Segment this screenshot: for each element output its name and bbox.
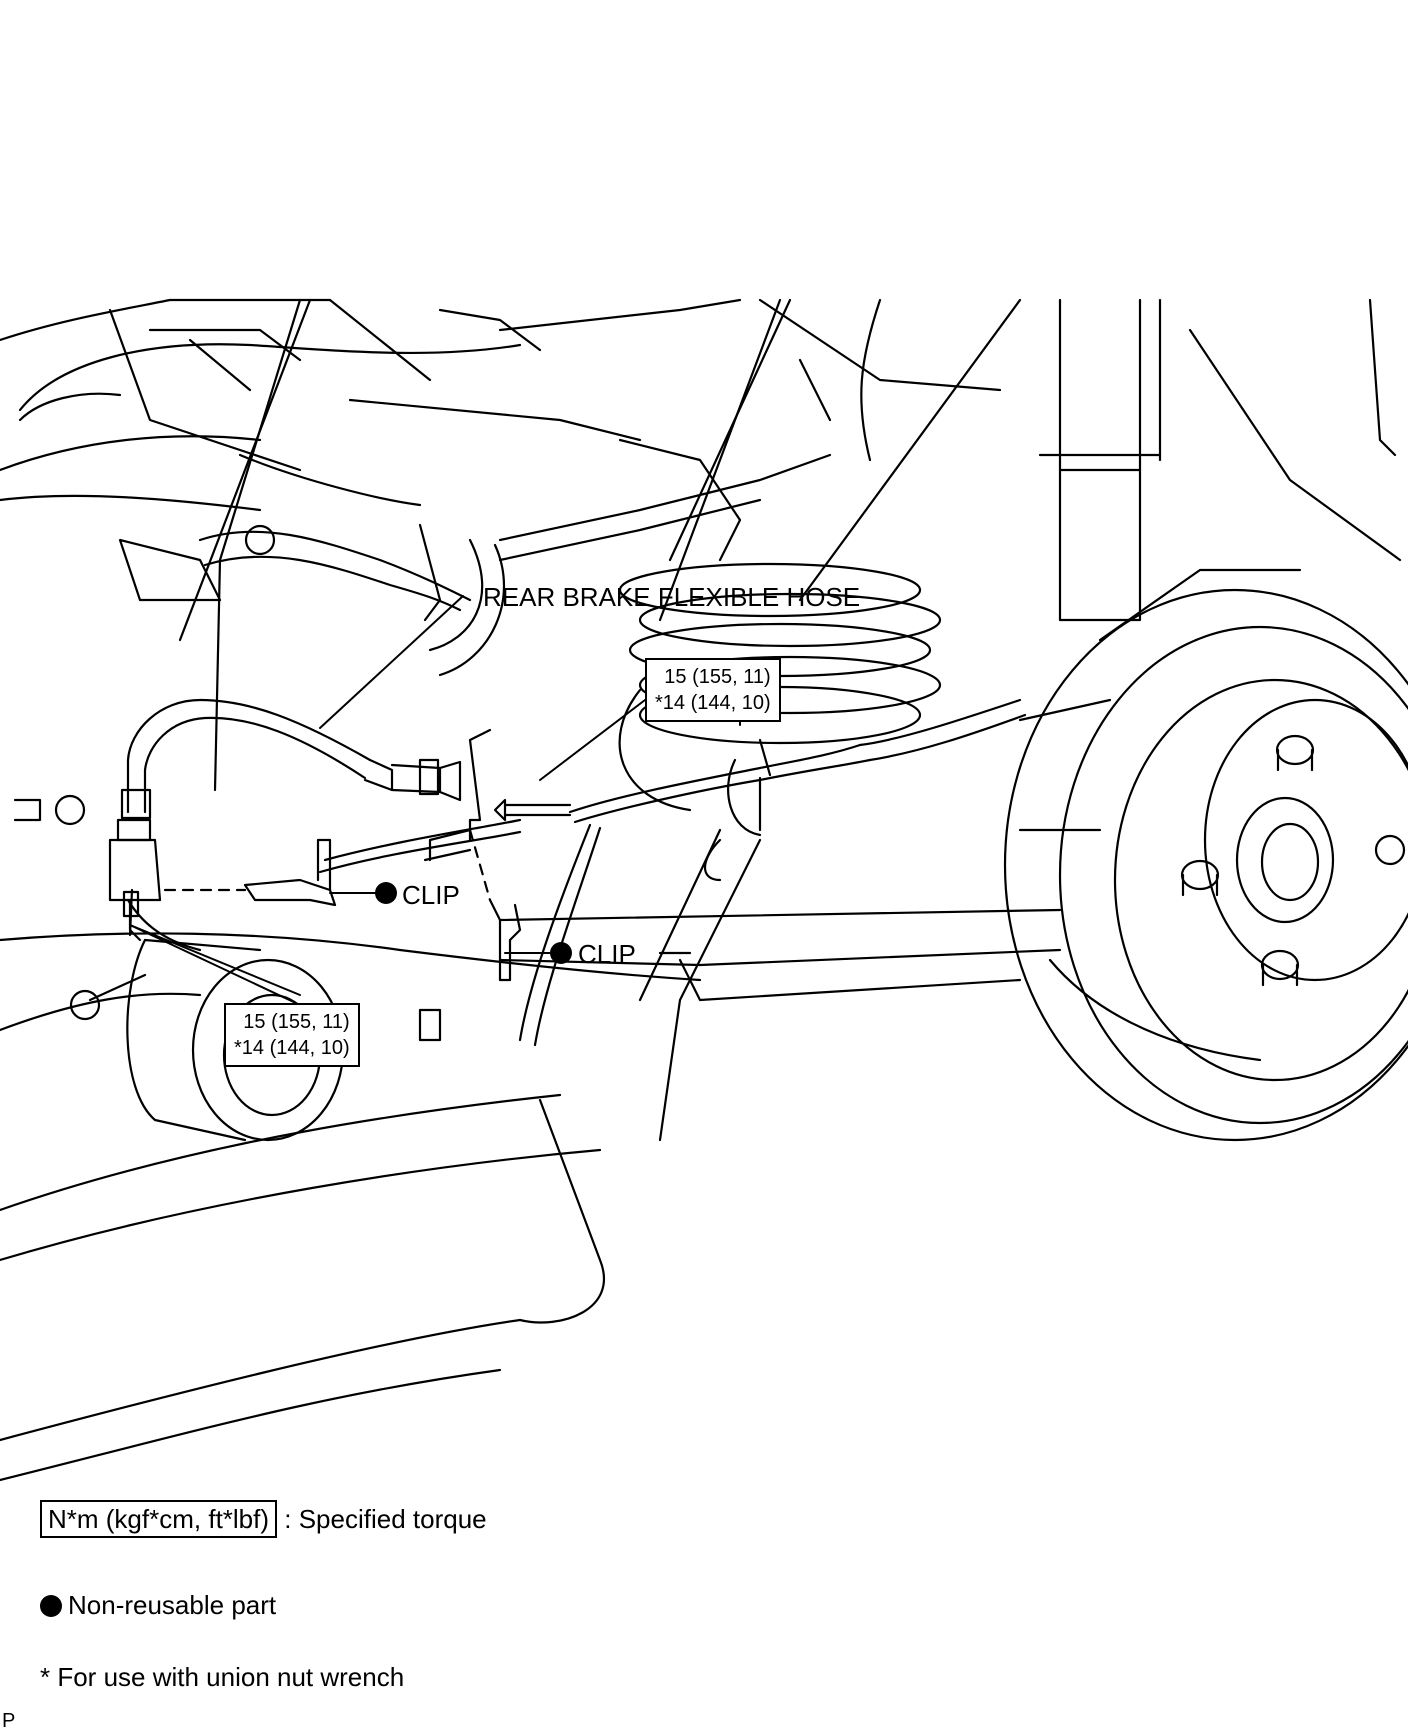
- clip-part-lower: [423, 828, 522, 982]
- nonreusable-dot-icon: [40, 1595, 62, 1617]
- leader-lines: [129, 595, 741, 1006]
- legend-nonreusable: Non-reusable part: [40, 1590, 276, 1620]
- corner-mark: P: [2, 1710, 16, 1732]
- torque-value: 15 (155, 11): [664, 666, 771, 688]
- legend-torque-unit: N*m (kgf*cm, ft*lbf): [40, 1500, 278, 1538]
- torque-value-alt: *14 (144, 10): [234, 1037, 350, 1059]
- stabilizer-bar: [118, 438, 832, 677]
- torque-value-alt: *14 (144, 10): [655, 692, 771, 714]
- clip-label-upper: CLIP: [402, 880, 460, 910]
- axle-beam: [0, 698, 1112, 1482]
- nonreusable-marker-lower: [550, 942, 572, 964]
- brake-tube: [122, 698, 1027, 1047]
- torque-value: 15 (155, 11): [243, 1011, 350, 1033]
- torque-spec-upper: 15 (155, 11) *14 (144, 10): [645, 658, 781, 722]
- torque-spec-lower: 15 (155, 11) *14 (144, 10): [224, 1003, 360, 1067]
- clip-label-lower: CLIP: [578, 939, 636, 969]
- clip-part-upper: [163, 838, 337, 907]
- legend-nonreusable-text: Non-reusable part: [68, 1590, 277, 1620]
- shock-absorber: [1038, 298, 1402, 622]
- legend-union-note: * For use with union nut wrench: [40, 1662, 405, 1692]
- wheel-stud: [1180, 734, 1406, 987]
- nonreusable-marker-upper: [375, 882, 397, 904]
- vehicle-frame-lines: [0, 298, 1022, 792]
- hose-label: REAR BRAKE FLEXIBLE HOSE: [483, 582, 861, 612]
- legend-torque: N*m (kgf*cm, ft*lbf) : Specified torque: [40, 1500, 487, 1538]
- legend-torque-desc: : Specified torque: [284, 1504, 487, 1534]
- flexible-hose: [13, 698, 462, 902]
- brake-drum: [1003, 568, 1408, 1142]
